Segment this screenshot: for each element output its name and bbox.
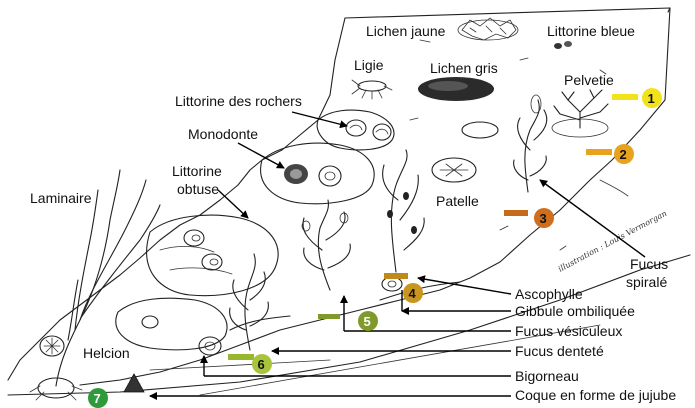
zone-1-bar [612,94,638,100]
yellow-lichen-sketch [458,18,518,40]
sea-slater-sketch [352,80,392,99]
label-ascophylle: Ascophylle [515,286,583,302]
zone-7-number: 7 [94,391,101,406]
common-periwinkle-sketch [142,316,221,355]
zone-2-bar [586,149,612,155]
knotted-wrack-sketch [383,150,425,272]
zone-6-bar [228,354,254,360]
label-fucus-vesiculeux: Fucus vésiculeux [515,323,622,339]
label-lichen-jaune: Lichen jaune [366,23,446,39]
monodont-sketch [284,164,341,186]
label-coque: Coque en forme de jujube [515,387,676,403]
zone-1-number: 1 [648,91,655,106]
label-fucus-dentele: Fucus denteté [515,343,604,359]
zone-3-number: 3 [540,211,547,226]
species-labels: Lichen jaune Littorine bleue Ligie Liche… [30,23,676,403]
zone-markers: 1 2 3 4 5 6 7 [88,88,662,408]
zone-6-number: 6 [258,357,265,372]
limpet-sketch [432,122,498,182]
label-helcion: Helcion [83,345,130,361]
label-pelvetie: Pelvetie [564,72,614,88]
zone-3-bar [504,210,528,216]
label-littorine-bleue: Littorine bleue [547,23,635,39]
label-ligie: Ligie [354,57,384,73]
label-littorine-obtuse-line1: Littorine [172,163,222,179]
label-patelle: Patelle [436,193,479,209]
boulders [116,110,394,350]
blue-periwinkle-sketch [554,41,572,49]
grey-lichen-sketch [418,77,494,101]
serrated-wrack-sketch [230,254,269,350]
label-lichen-gris: Lichen gris [430,60,498,76]
arrow-littorine-obtuse [218,190,248,218]
arrow-littorine-rochers [292,112,347,126]
jujube-topshell-sketch [124,374,144,392]
label-gibbule: Gibbule ombiliquée [515,303,635,319]
label-bigorneau: Bigorneau [515,368,579,384]
zone-2-number: 2 [620,147,627,162]
blue-rayed-limpet-sketch [40,336,64,356]
arrow-fucus-spirale [540,180,645,257]
bladder-wrack-sketch [302,200,350,290]
label-littorine-obtuse-line2: obtuse [177,181,219,197]
flat-periwinkle-sketch [184,230,222,270]
spiral-wrack-sketch [514,95,547,192]
zone-5-bar [318,314,340,319]
label-monodonte: Monodonte [188,126,258,142]
label-fucus-spirale-line2: spiralé [626,274,667,290]
topshell-sketch [382,277,402,291]
pelvetia-sketch [552,90,608,137]
zone-4-bar [384,273,408,279]
zone-5-number: 5 [364,314,371,329]
zone-4-number: 4 [409,286,417,301]
label-littorine-rochers: Littorine des rochers [175,93,302,109]
label-fucus-spirale-line1: Fucus [630,256,668,272]
label-laminaire: Laminaire [30,190,92,206]
rough-periwinkle-sketch [346,120,391,140]
